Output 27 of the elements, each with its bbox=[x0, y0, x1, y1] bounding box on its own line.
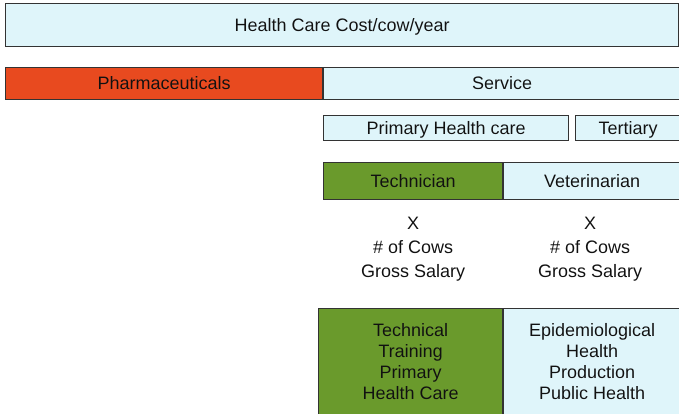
box-text: Epidemiological Health bbox=[528, 320, 656, 362]
box-text: Pharmaceuticals bbox=[97, 73, 231, 94]
role-bar bbox=[323, 162, 503, 200]
box-text: Production bbox=[548, 362, 636, 383]
multiply-sign: X bbox=[582, 212, 597, 235]
formula-text: # of Cows bbox=[372, 236, 454, 259]
formula-text: Gross Salary bbox=[536, 260, 644, 283]
description-box bbox=[318, 308, 503, 414]
formula-text: Gross Salary bbox=[360, 260, 466, 283]
category-bar bbox=[323, 115, 569, 141]
box-text: Public Health bbox=[538, 383, 646, 404]
box-text: Technician bbox=[370, 170, 456, 192]
category-bar bbox=[5, 67, 323, 100]
box-text: Primary Health care bbox=[366, 118, 526, 138]
category-bar bbox=[323, 67, 679, 100]
multiply-sign: X bbox=[406, 212, 420, 235]
category-bar bbox=[575, 115, 679, 141]
box-text: Primary Health Care bbox=[361, 362, 460, 404]
description-box bbox=[503, 308, 679, 414]
title-bar bbox=[5, 3, 679, 47]
box-text: Health Care Cost/cow/year bbox=[234, 14, 450, 36]
formula-text: # of Cows bbox=[548, 236, 632, 259]
box-text: Veterinarian bbox=[544, 170, 640, 192]
role-bar bbox=[503, 162, 679, 200]
box-text: Technical Training bbox=[372, 320, 450, 362]
box-text: Service bbox=[472, 73, 532, 94]
box-text: Tertiary bbox=[598, 118, 658, 138]
